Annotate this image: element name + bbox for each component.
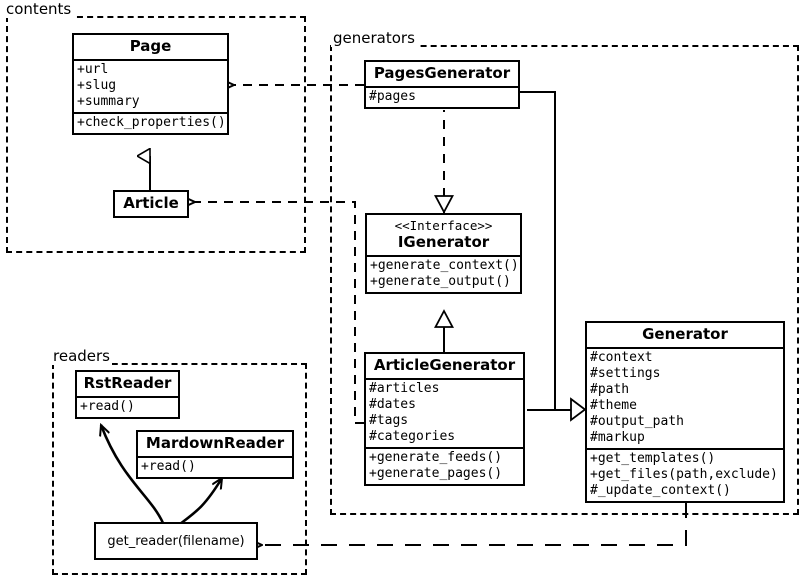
attribute-row: #output_path (590, 414, 684, 430)
class-box-mardownreader[interactable]: MardownReader +read() (136, 430, 294, 480)
class-name-mardownreader: MardownReader (145, 434, 285, 452)
class-title-page: Page (74, 35, 227, 59)
attribute-row: #categories (369, 429, 456, 445)
class-name-article: Article (123, 194, 179, 212)
class-title-article: Article (115, 192, 187, 216)
class-attributes-articlegenerator: #articles #dates #tags #categories (366, 378, 523, 447)
attribute-row: #context (590, 350, 653, 366)
class-methods-page: +check_properties() (74, 112, 227, 133)
method-row: +read() (80, 399, 135, 415)
attribute-row: #settings (590, 366, 661, 382)
class-attributes-pagesgenerator: #pages (366, 86, 518, 107)
class-title-generator: Generator (587, 323, 783, 347)
class-methods-rstreader: +read() (77, 396, 178, 417)
attribute-row: #pages (369, 89, 416, 105)
class-title-mardownreader: MardownReader (138, 432, 292, 456)
attribute-row: #articles (369, 381, 440, 397)
attribute-row: #theme (590, 398, 637, 414)
class-title-igenerator: <<Interface>> IGenerator (367, 215, 520, 255)
class-box-page[interactable]: Page +url +slug +summary +check_properti… (72, 33, 229, 136)
attribute-row: #path (590, 382, 630, 398)
class-name-igenerator: IGenerator (397, 232, 490, 251)
attribute-row: #dates (369, 397, 416, 413)
method-row: +get_templates() (590, 451, 716, 467)
attribute-row: #tags (369, 413, 409, 429)
class-box-igenerator[interactable]: <<Interface>> IGenerator +generate_conte… (365, 213, 522, 294)
method-row: #_update_context() (590, 483, 731, 499)
class-title-articlegenerator: ArticleGenerator (366, 354, 523, 378)
class-stereotype-igenerator: <<Interface>> (394, 218, 493, 233)
class-title-rstreader: RstReader (77, 372, 178, 396)
package-frame-contents (6, 16, 306, 253)
relationship-generators-generalize-generator (520, 91, 587, 422)
class-box-pagesgenerator[interactable]: PagesGenerator #pages (364, 60, 520, 110)
class-box-generator[interactable]: Generator #context #settings #path #them… (585, 321, 785, 504)
relationship-pagesgenerator-realizes-igenerator (434, 110, 454, 214)
class-name-articlegenerator: ArticleGenerator (373, 356, 516, 374)
attribute-row: +url (77, 62, 109, 78)
function-box-get-reader[interactable]: get_reader(filename) (94, 522, 258, 560)
function-label-get-reader: get_reader(filename) (107, 533, 245, 549)
method-row: +generate_output() (370, 273, 511, 289)
class-attributes-page: +url +slug +summary (74, 59, 227, 112)
attribute-row: +summary (77, 94, 140, 110)
package-label-contents: contents (4, 0, 74, 18)
class-methods-igenerator: +generate_context() +generate_output() (367, 254, 520, 292)
class-methods-mardownreader: +read() (138, 456, 292, 477)
class-name-pagesgenerator: PagesGenerator (373, 64, 511, 82)
relationship-getreader-returns-mardownreader (179, 478, 222, 526)
method-row: +get_files(path,exclude) (590, 467, 778, 483)
relationship-articlegenerator-depends-article (195, 202, 364, 424)
method-row: +generate_feeds() (369, 450, 503, 466)
method-row: +read() (141, 459, 196, 475)
method-row: +generate_context() (370, 257, 519, 273)
package-frame-generators (330, 45, 799, 515)
package-label-generators: generators (331, 29, 417, 47)
class-box-articlegenerator[interactable]: ArticleGenerator #articles #dates #tags … (364, 352, 525, 487)
class-name-page: Page (129, 37, 172, 55)
method-row: +generate_pages() (369, 466, 503, 482)
method-row: +check_properties() (77, 115, 226, 131)
attribute-row: +slug (77, 78, 117, 94)
class-attributes-generator: #context #settings #path #theme #output_… (587, 347, 783, 448)
class-title-pagesgenerator: PagesGenerator (366, 62, 518, 86)
relationship-getreader-returns-rstreader (101, 425, 165, 524)
attribute-row: #markup (590, 430, 645, 446)
class-box-rstreader[interactable]: RstReader +read() (75, 370, 180, 420)
package-label-readers: readers (51, 347, 112, 365)
class-methods-generator: +get_templates() +get_files(path,exclude… (587, 448, 783, 501)
class-box-article[interactable]: Article (113, 190, 189, 219)
class-methods-articlegenerator: +generate_feeds() +generate_pages() (366, 447, 523, 484)
class-name-generator: Generator (642, 325, 728, 343)
package-frame-readers (52, 363, 307, 575)
relationship-generator-depends-getreader (262, 502, 687, 545)
relationship-articlegenerator-realizes-igenerator (434, 309, 454, 353)
class-name-rstreader: RstReader (83, 374, 172, 392)
